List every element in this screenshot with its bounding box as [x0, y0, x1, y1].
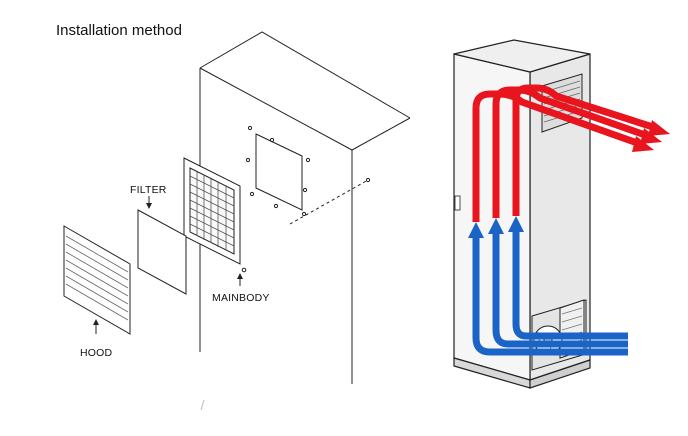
hot-arrowheads: [632, 120, 670, 152]
wall-cutout: [245, 125, 371, 225]
diagram-title: Installation method: [56, 22, 182, 39]
hot-airflow: [472, 84, 658, 222]
hood-label: HOOD: [80, 347, 113, 359]
filter-pad: [137, 209, 187, 295]
mainbody-label: MAINBODY: [212, 292, 270, 304]
cabinet-wall: [199, 31, 411, 384]
cold-airflow: [472, 232, 628, 356]
cold-arrowheads: [468, 216, 524, 238]
hood-louver: [63, 225, 131, 335]
filter-label: FILTER: [130, 184, 167, 196]
door-handle: [454, 195, 461, 211]
